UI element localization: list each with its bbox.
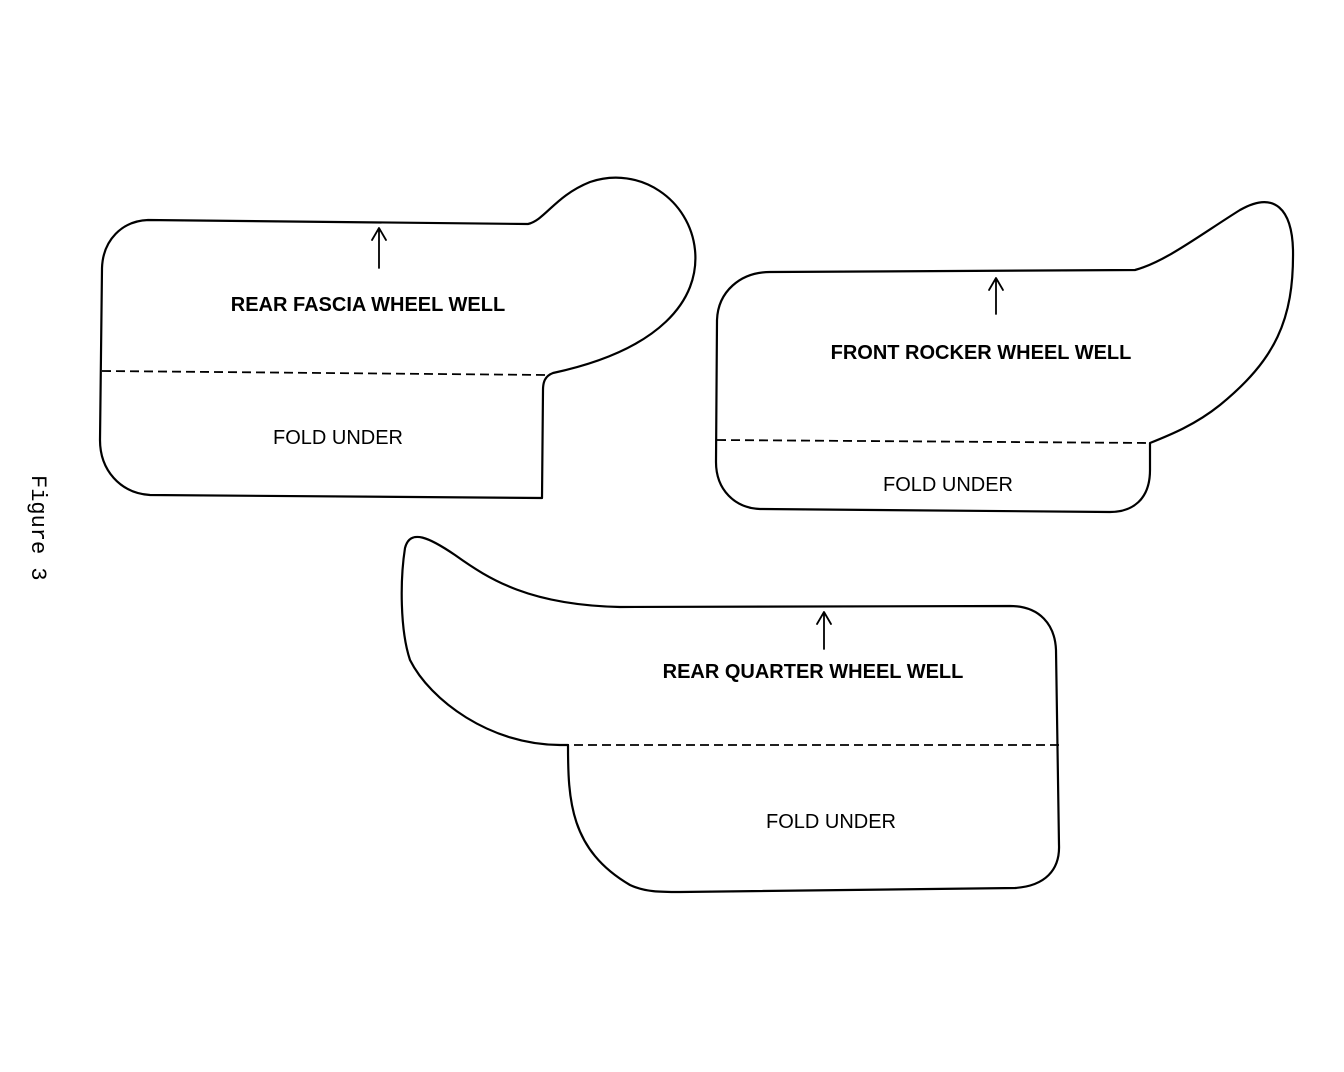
rear-fascia-wheel-well-piece: REAR FASCIA WHEEL WELL FOLD UNDER: [98, 176, 697, 500]
front-rocker-title: FRONT ROCKER WHEEL WELL: [831, 342, 1132, 364]
front-rocker-wheel-well-piece: FRONT ROCKER WHEEL WELL FOLD UNDER: [714, 201, 1295, 514]
rear-quarter-title: REAR QUARTER WHEEL WELL: [663, 661, 964, 683]
rear-fascia-title: REAR FASCIA WHEEL WELL: [231, 294, 505, 316]
rear-fascia-fold-label: FOLD UNDER: [273, 427, 403, 449]
rear-fascia-up-arrow-icon: [371, 227, 387, 269]
front-rocker-fold-line: [716, 439, 1151, 444]
rear-quarter-outline: [400, 535, 1061, 894]
front-rocker-outline: [714, 201, 1295, 514]
rear-fascia-fold-line: [101, 370, 549, 376]
figure-caption: Figure 3: [25, 475, 50, 581]
rear-quarter-up-arrow-icon: [816, 611, 832, 650]
front-rocker-fold-label: FOLD UNDER: [883, 474, 1013, 496]
front-rocker-up-arrow-icon: [988, 277, 1004, 315]
rear-fascia-outline: [98, 176, 697, 500]
rear-quarter-wheel-well-piece: REAR QUARTER WHEEL WELL FOLD UNDER: [400, 535, 1061, 894]
rear-quarter-fold-label: FOLD UNDER: [766, 811, 896, 833]
